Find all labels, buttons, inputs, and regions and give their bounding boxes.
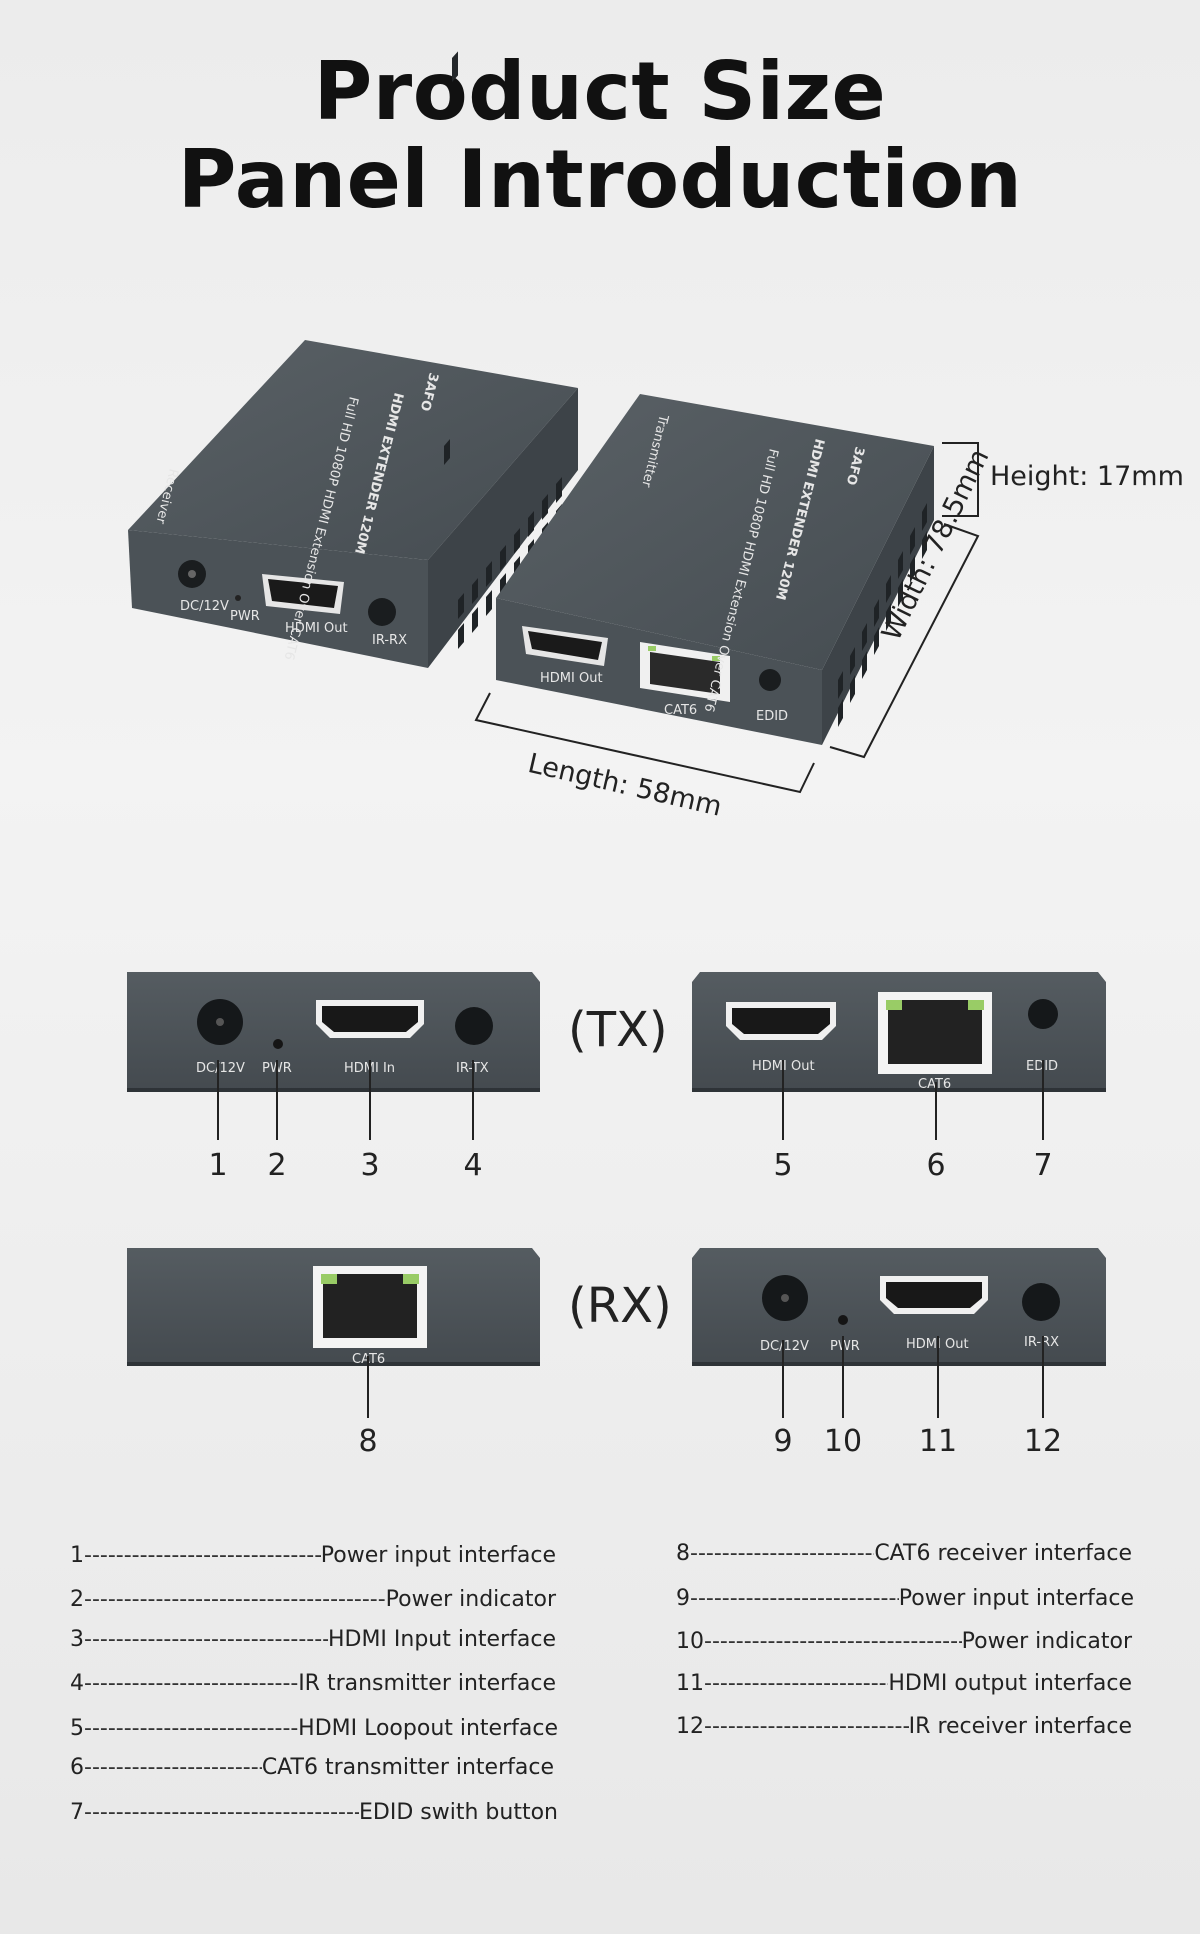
- transmitter-device: HDMI Out CAT6 EDID 3AFO HDMI EXTENDER 12…: [496, 394, 934, 745]
- tx-ir-jack-icon: [455, 1007, 493, 1045]
- legend-text-3: HDMI Input interface: [327, 1627, 556, 1652]
- rx-ir-jack-icon: [1022, 1283, 1060, 1321]
- legend-item-11: 11--------------------------------------…: [676, 1671, 1132, 1696]
- transmitter-vents: [838, 503, 927, 727]
- receiver-ir-jack-icon: [368, 598, 396, 626]
- legend-text-8: CAT6 receiver interface: [874, 1541, 1132, 1566]
- tx-front-panel: DC/12V PWR HDMI In IR-TX: [127, 972, 540, 1092]
- legend-text-4: IR transmitter interface: [298, 1671, 556, 1696]
- dimension-lines: [474, 442, 980, 794]
- length-bracket: [474, 692, 815, 794]
- height-bracket: [942, 442, 979, 517]
- transmitter-label-hdmi: HDMI Out: [540, 671, 603, 686]
- callout-number-7: 7: [1033, 1148, 1053, 1183]
- legend-item-1: 1---------------------------------------…: [70, 1543, 556, 1568]
- legend-item-5: 5---------------------------------------…: [70, 1716, 558, 1741]
- legend-text-11: HDMI output interface: [888, 1671, 1132, 1696]
- callout-number-3: 3: [360, 1148, 380, 1183]
- callout-number-2: 2: [267, 1148, 287, 1183]
- legend-text-1: Power input interface: [320, 1543, 556, 1568]
- tx-label-cat6: CAT6: [918, 1077, 951, 1092]
- callout-number-9: 9: [773, 1424, 793, 1459]
- legend-item-3: 3---------------------------------------…: [70, 1627, 556, 1652]
- legend-text-5: HDMI Loopout interface: [298, 1716, 558, 1741]
- receiver-side: [428, 388, 578, 668]
- legend-item-6: 6---------------------------------------…: [70, 1755, 554, 1780]
- page-title: Product Size Panel Introduction: [0, 48, 1200, 224]
- width-bracket: [829, 523, 980, 759]
- rx-label-dc: DC/12V: [760, 1339, 809, 1354]
- legend-text-12: IR receiver interface: [908, 1714, 1132, 1739]
- callout-number-4: 4: [463, 1148, 483, 1183]
- receiver-pwr-led-icon: [235, 595, 241, 601]
- receiver-label-dc: DC/12V: [180, 599, 229, 614]
- transmitter-label-edid: EDID: [756, 709, 788, 724]
- callout-number-5: 5: [773, 1148, 793, 1183]
- callout-number-10: 10: [823, 1424, 863, 1459]
- tx-back-panel: HDMI Out CAT6 EDID: [692, 972, 1106, 1092]
- legend-text-10: Power indicator: [961, 1629, 1132, 1654]
- legend-item-8: 8---------------------------------------…: [676, 1541, 1132, 1566]
- tx-edid-button-icon: [1028, 999, 1058, 1029]
- height-label: Height: 17mm: [990, 461, 1184, 492]
- title-line-1: Product Size: [313, 45, 887, 138]
- legend-item-4: 4---------------------------------------…: [70, 1671, 556, 1696]
- tx-label-dc: DC/12V: [196, 1061, 245, 1076]
- legend-item-12: 12--------------------------------------…: [676, 1714, 1132, 1739]
- title-line-2: Panel Introduction: [177, 133, 1023, 226]
- legend-text-2: Power indicator: [385, 1587, 556, 1612]
- callout-number-6: 6: [926, 1148, 946, 1183]
- callout-number-1: 1: [208, 1148, 228, 1183]
- receiver-device: DC/12V PWR HDMI Out IR-RX 3AFO HDMI EXTE…: [128, 51, 578, 668]
- receiver-label-ir: IR-RX: [372, 633, 407, 648]
- callout-number-12: 12: [1023, 1424, 1063, 1459]
- rx-label-pwr: PWR: [830, 1339, 860, 1354]
- legend-text-7: EDID swith button: [359, 1800, 558, 1825]
- legend-item-9: 9---------------------------------------…: [676, 1586, 1134, 1611]
- rx-back-panel: DC/12V PWR HDMI Out IR-RX: [692, 1248, 1106, 1366]
- receiver-top: [128, 340, 578, 560]
- legend-text-6: CAT6 transmitter interface: [261, 1755, 554, 1780]
- transmitter-top: [496, 394, 934, 670]
- legend-item-10: 10--------------------------------------…: [676, 1629, 1132, 1654]
- receiver-label-pwr: PWR: [230, 609, 260, 624]
- leader-lines: [217, 1060, 1044, 1418]
- transmitter-edid-button-icon: [759, 669, 781, 691]
- legend-text-9: Power input interface: [898, 1586, 1134, 1611]
- tx-label: (TX): [568, 1002, 668, 1058]
- rx-label-ir: IR-RX: [1024, 1335, 1059, 1350]
- rx-label: (RX): [568, 1278, 672, 1334]
- callout-number-11: 11: [918, 1424, 958, 1459]
- legend-item-7: 7---------------------------------------…: [70, 1800, 558, 1825]
- callout-number-8: 8: [358, 1424, 378, 1459]
- legend-item-2: 2---------------------------------------…: [70, 1587, 556, 1612]
- tx-pwr-led-icon: [273, 1039, 283, 1049]
- rx-front-panel: CAT6: [127, 1248, 540, 1367]
- receiver-label-hdmi: HDMI Out: [285, 621, 348, 636]
- transmitter-label-cat6: CAT6: [664, 703, 697, 718]
- rx-pwr-led-icon: [838, 1315, 848, 1325]
